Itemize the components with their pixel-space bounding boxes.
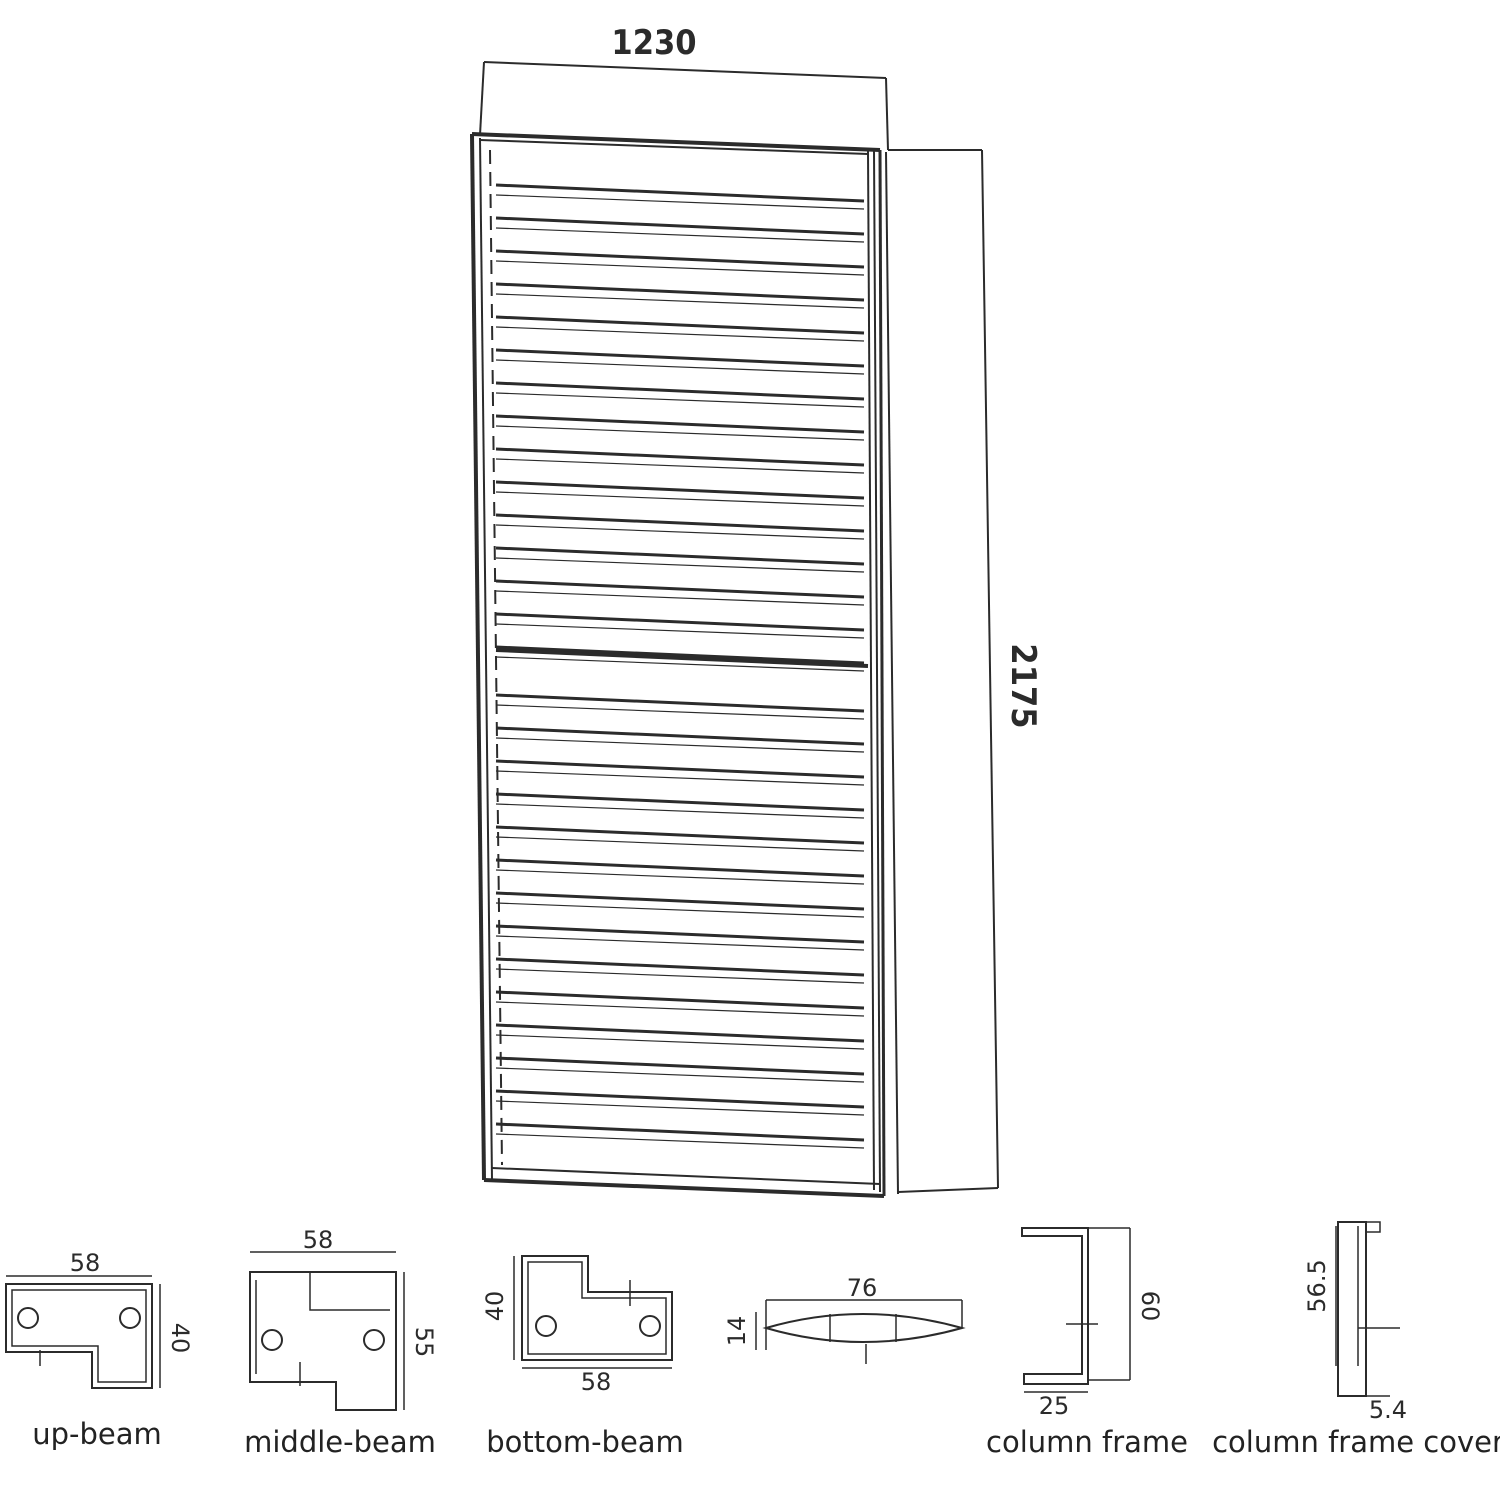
louver-blade-edge — [495, 612, 865, 632]
louver-blade-shadow — [495, 557, 865, 573]
column-frame-cover-caption: column frame cover — [1212, 1425, 1500, 1459]
louver-blade-shadow — [495, 458, 865, 474]
louver-blade-shadow — [495, 293, 865, 309]
louver-blade-edge — [495, 1089, 865, 1109]
louver-blade-edge — [495, 891, 865, 911]
middle-beam-profile: 58 55 middle-beam — [244, 1226, 438, 1459]
blade-width-label: 76 — [847, 1274, 878, 1302]
louver-blade-edge — [495, 957, 865, 977]
blade-height-label: 14 — [723, 1316, 751, 1347]
blade-profile: 76 14 — [723, 1274, 966, 1364]
bottom-beam-height-label: 40 — [481, 1291, 509, 1322]
louver-blade-shadow — [495, 359, 865, 375]
louver-blade-shadow — [495, 935, 865, 951]
louver-blade-shadow — [495, 1100, 865, 1116]
louver-blade-shadow — [495, 656, 865, 672]
louver-blade-shadow — [495, 704, 865, 720]
louver-blade-shadow — [495, 260, 865, 276]
louver-blade-edge — [495, 447, 865, 467]
louver-blade-shadow — [495, 590, 865, 606]
louver-blade-edge — [495, 759, 865, 779]
louver-blade-edge — [495, 546, 865, 566]
column-frame-width-label: 25 — [1039, 1392, 1070, 1420]
louver-blade-edge — [495, 381, 865, 401]
louver-blade-shadow — [495, 194, 865, 210]
louver-blade-edge — [495, 990, 865, 1010]
height-dimension: 2175 — [888, 149, 1043, 1193]
louver-blade-edge — [495, 1023, 865, 1043]
middle-beam-width-label: 58 — [303, 1226, 334, 1254]
width-dimension: 1230 — [479, 23, 889, 151]
up-beam-caption: up-beam — [32, 1417, 162, 1451]
louver-blade-edge — [495, 183, 865, 203]
louver-blade-shadow — [495, 869, 865, 885]
louver-blade-shadow — [495, 770, 865, 786]
louver-blade-edge — [495, 216, 865, 236]
up-beam-profile: 58 40 up-beam — [5, 1249, 194, 1451]
louver-blade-edge — [495, 924, 865, 944]
bottom-beam-width-label: 58 — [581, 1368, 612, 1396]
louver-blade-shadow — [495, 902, 865, 918]
louver-blade-edge — [495, 693, 865, 713]
column-frame-height-label: 60 — [1136, 1291, 1164, 1322]
louver-blade-shadow — [495, 491, 865, 507]
bottom-beam-profile: 40 58 bottom-beam — [481, 1255, 684, 1459]
height-dimension-label: 2175 — [1003, 643, 1043, 728]
louver-blade-edge — [495, 1056, 865, 1076]
louver-blade-shadow — [495, 836, 865, 852]
up-beam-height-label: 40 — [166, 1323, 194, 1354]
louver-blade-edge — [495, 726, 865, 746]
louver-blade-shadow — [495, 737, 865, 753]
louver-blade-shadow — [495, 1034, 865, 1050]
louver-blade-edge — [495, 858, 865, 878]
louver-blade-shadow — [495, 326, 865, 342]
louver-blades — [495, 183, 865, 1149]
main-shutter-panel: 1230 2175 — [470, 23, 1043, 1198]
width-dimension-label: 1230 — [611, 23, 696, 63]
louver-blade-edge — [495, 1122, 865, 1142]
louver-blade-shadow — [495, 1001, 865, 1017]
louver-blade-edge — [495, 414, 865, 434]
louver-blade-edge — [495, 282, 865, 302]
louver-blade-shadow — [495, 524, 865, 540]
louver-blade-shadow — [495, 425, 865, 441]
louver-blade-edge — [495, 249, 865, 269]
middle-beam-height-label: 55 — [410, 1327, 438, 1358]
louver-blade-edge — [495, 348, 865, 368]
column-frame-profile: 60 25 column frame — [986, 1227, 1188, 1459]
louver-blade-edge — [495, 792, 865, 812]
louver-blade-shadow — [495, 803, 865, 819]
louver-blade-shadow — [495, 1133, 865, 1149]
louver-blade-edge — [495, 825, 865, 845]
louver-blade-edge — [495, 579, 865, 599]
bottom-beam-caption: bottom-beam — [486, 1425, 684, 1459]
up-beam-width-label: 58 — [70, 1249, 101, 1277]
column-frame-cover-width-label: 5.4 — [1369, 1396, 1407, 1424]
column-frame-cover-profile: 56.5 5.4 column frame cover — [1212, 1221, 1500, 1459]
louver-blade-shadow — [495, 1067, 865, 1083]
column-frame-cover-height-label: 56.5 — [1303, 1259, 1331, 1312]
louver-blade-shadow — [495, 968, 865, 984]
louver-blade-shadow — [495, 392, 865, 408]
column-frame-caption: column frame — [986, 1425, 1188, 1459]
louver-blade-edge — [495, 645, 865, 665]
louver-blade-edge — [495, 513, 865, 533]
louver-blade-edge — [495, 315, 865, 335]
louver-blade-shadow — [495, 623, 865, 639]
louver-blade-shadow — [495, 227, 865, 243]
louver-blade-edge — [495, 480, 865, 500]
middle-beam-caption: middle-beam — [244, 1425, 436, 1459]
